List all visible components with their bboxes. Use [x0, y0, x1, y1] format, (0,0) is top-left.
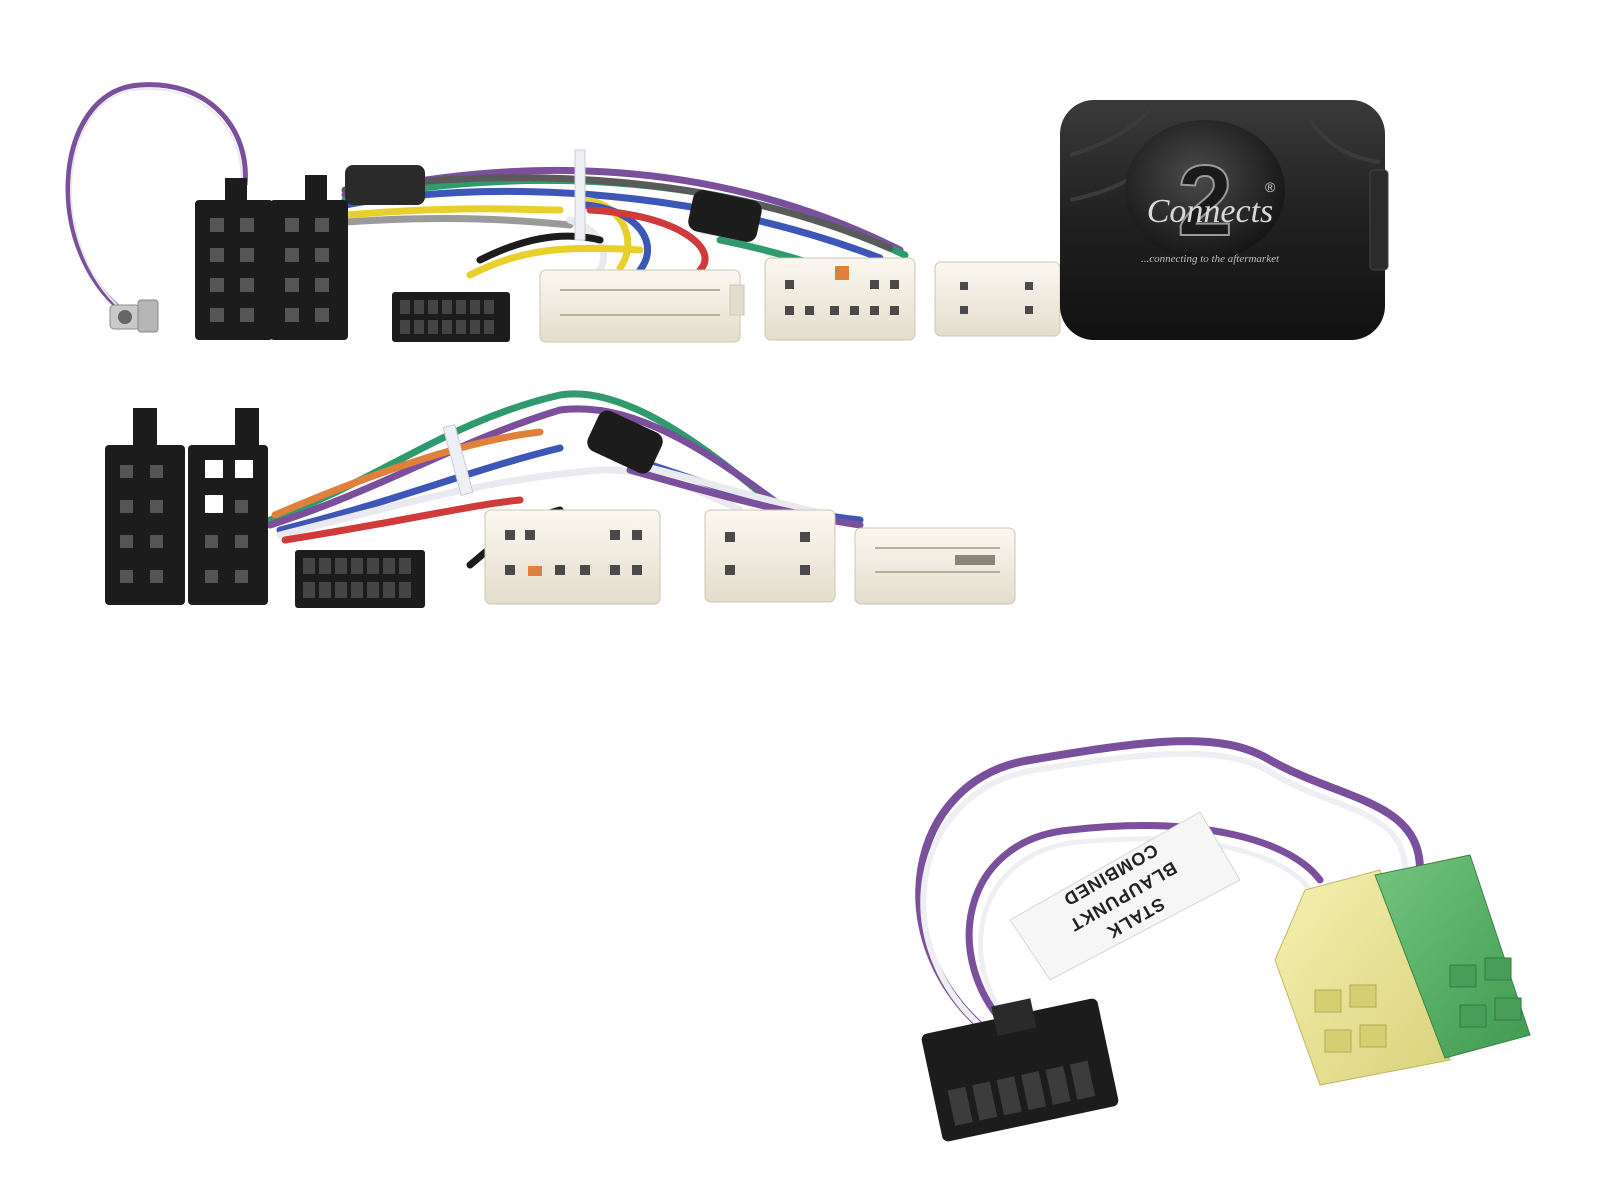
top-harness: 2 Connects ® ...connecting to the afterm… — [65, 82, 1389, 343]
black-16pin-connector-top — [392, 292, 510, 342]
antenna-plug — [109, 299, 159, 333]
iso-connector-black — [195, 175, 348, 340]
white-connector-top-2 — [764, 257, 916, 341]
interface-module: 2 Connects ® ...connecting to the afterm… — [1060, 100, 1389, 340]
registered-mark: ® — [1265, 179, 1276, 195]
black-16pin-connector-middle — [295, 550, 425, 608]
white-connector-top-1 — [539, 269, 745, 343]
mini-iso-yellow-connector — [1274, 869, 1451, 1086]
iso-connector-black-middle — [105, 408, 268, 605]
black-12pin-plug — [921, 998, 1119, 1142]
white-connector-middle-2 — [704, 509, 836, 603]
middle-harness — [105, 390, 1016, 608]
white-connector-middle-3 — [854, 527, 1016, 605]
mini-iso-green-connector — [1374, 854, 1531, 1059]
brand-name: Connects — [1147, 193, 1274, 230]
brand-mark: 2 — [1177, 145, 1233, 257]
brand-tagline: ...connecting to the aftermarket — [1141, 253, 1280, 265]
antenna-loop-wire — [65, 82, 248, 323]
stalk-adapter-lead: COMBINED BLAUPUNKT STALK — [915, 737, 1531, 1142]
white-connector-top-3 — [934, 261, 1061, 337]
white-connector-middle-1 — [484, 509, 661, 605]
